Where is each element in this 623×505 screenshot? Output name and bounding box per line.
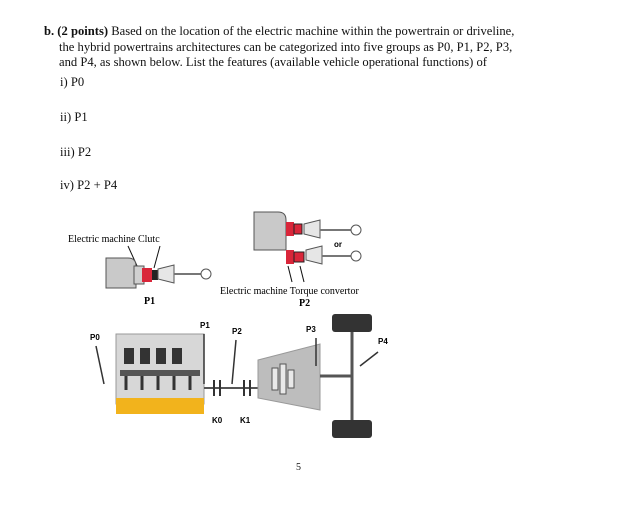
p2-machine-bottom — [286, 250, 294, 264]
p1-arrow-clutch — [153, 245, 161, 269]
page-number: 5 — [296, 462, 301, 473]
p2-caption: Electric machine Torque convertor — [220, 286, 359, 297]
label-k1: K1 — [240, 416, 251, 425]
item-p2: iii) P2 — [60, 145, 92, 159]
p1-clutch — [152, 270, 158, 280]
oil-pan — [116, 398, 204, 414]
label-p3: P3 — [306, 325, 316, 334]
p2-gearbox-bottom — [305, 245, 323, 265]
question-label: b. (2 points) — [44, 24, 109, 38]
wheel-bottom — [332, 420, 372, 438]
p2-engine-icon — [253, 211, 287, 251]
p1-label: P1 — [144, 296, 155, 307]
transmission-gears — [271, 363, 295, 395]
p2-wheel-top — [350, 224, 362, 236]
question-line-1: Based on the location of the electric ma… — [111, 24, 515, 38]
item-p0: i) P0 — [60, 75, 85, 89]
label-k0: K0 — [212, 416, 223, 425]
label-p1: P1 — [200, 321, 210, 330]
p1-engine-icon — [105, 257, 145, 289]
question-line-2: the hybrid powertrains architectures can… — [59, 39, 513, 54]
p1-gearbox — [157, 264, 175, 284]
p2-gearbox-top — [303, 219, 321, 239]
label-p0: P0 — [90, 333, 100, 342]
or-text: or — [334, 240, 342, 249]
clutch-k0-k1 — [204, 380, 260, 396]
p2-wheel-bottom — [350, 250, 362, 262]
p1-wheel — [200, 268, 212, 280]
item-p2-p4: iv) P2 + P4 — [60, 178, 118, 192]
engine-block — [115, 333, 205, 414]
question-line-3: and P4, as shown below. List the feature… — [59, 55, 487, 69]
p2-clutch-top — [293, 223, 303, 235]
label-p2: P2 — [232, 327, 242, 336]
p1-electric-machine — [142, 268, 152, 282]
p2-machine-top — [286, 222, 294, 236]
p1-caption: Electric machine Clutc — [68, 234, 160, 245]
arrow-p2 — [231, 339, 237, 385]
label-p4: P4 — [378, 337, 388, 346]
item-p1: ii) P1 — [60, 110, 88, 124]
wheel-top — [332, 314, 372, 332]
p2-torque-converter — [293, 251, 305, 263]
arrow-p0 — [95, 345, 105, 385]
question-text: b. (2 points) Based on the location of t… — [44, 24, 604, 71]
arrow-p4 — [359, 351, 379, 367]
p2-label: P2 — [299, 298, 310, 309]
